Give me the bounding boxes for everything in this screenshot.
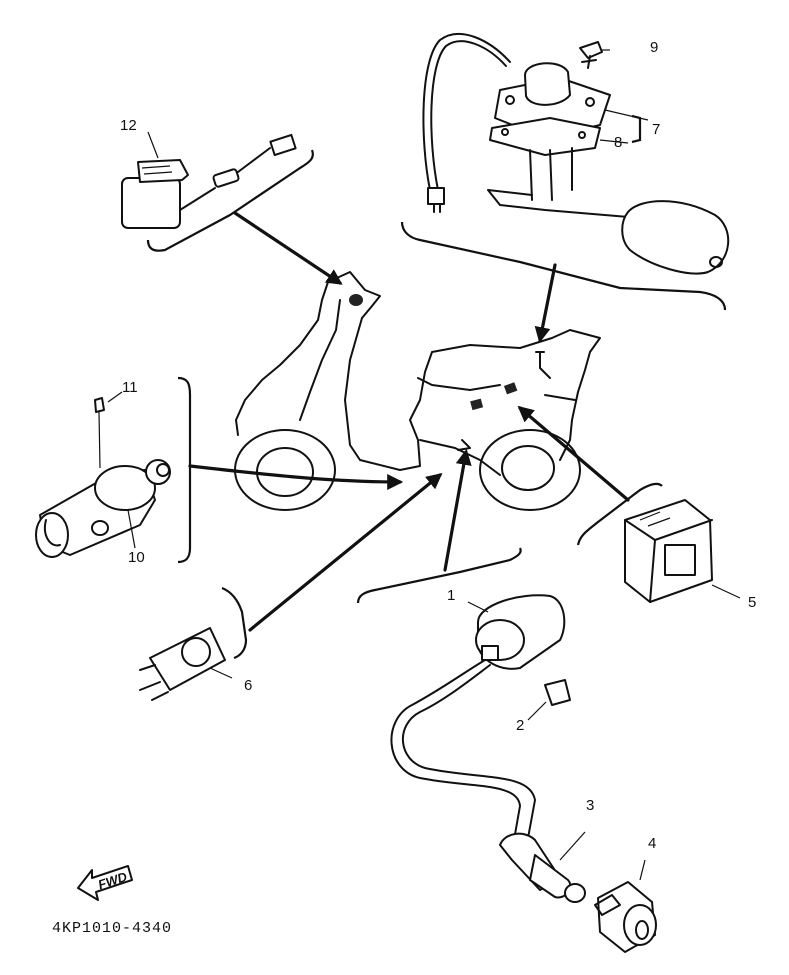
label-3: 3	[586, 797, 594, 814]
diagram-code: 4KP1010-4340	[52, 920, 172, 937]
part-10-11-switch	[35, 397, 171, 558]
part-7-8-fuel-sender	[422, 32, 730, 275]
label-11: 11	[122, 379, 138, 396]
label-8: 8	[614, 134, 622, 151]
part-6-sensor	[139, 627, 233, 701]
part-3-plug-cap	[499, 831, 586, 903]
label-6: 6	[244, 677, 252, 694]
label-leaders	[107, 49, 610, 549]
label-7: 7	[652, 121, 660, 138]
label-5: 5	[748, 594, 756, 611]
fwd-arrow-icon: FWD	[77, 865, 133, 901]
leader-lines	[188, 211, 630, 632]
group-brackets	[146, 149, 727, 660]
label-2: 2	[516, 717, 524, 734]
part-labels: 1 2 3 4 5 6 7 8 9 10 11 12	[120, 39, 756, 852]
part-12-relay	[121, 133, 297, 229]
label-4: 4	[648, 835, 656, 852]
part-1-2-ignition-coil	[390, 594, 571, 841]
scooter-silhouette	[234, 271, 601, 511]
label-10: 10	[128, 549, 145, 566]
fwd-label: FWD	[96, 869, 129, 893]
part-4-spark-plug	[594, 859, 657, 953]
label-12: 12	[120, 117, 137, 134]
part-5-control-unit	[624, 499, 741, 603]
label-1: 1	[447, 587, 455, 604]
label-9: 9	[650, 39, 658, 56]
